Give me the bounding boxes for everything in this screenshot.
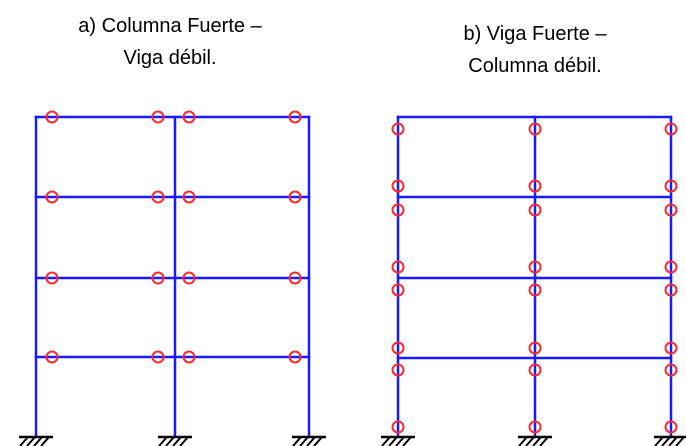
frame-b-plastic-hinge bbox=[664, 179, 678, 193]
frame-b-plastic-hinge bbox=[528, 260, 542, 274]
frame-a-plastic-hinge bbox=[182, 350, 196, 364]
frame-b-plastic-hinge bbox=[391, 179, 405, 193]
support-hatch-line bbox=[313, 436, 323, 446]
support-hatch-line bbox=[654, 436, 664, 446]
frame-b-fixed-support-1 bbox=[381, 435, 415, 446]
support-hatch-line bbox=[306, 436, 316, 446]
support-hatch-line bbox=[525, 436, 535, 446]
frame-b-plastic-hinge bbox=[664, 341, 678, 355]
frame-a-plastic-hinge bbox=[288, 110, 302, 124]
frame-b-plastic-hinge bbox=[391, 283, 405, 297]
frame-a-plastic-hinge bbox=[45, 350, 59, 364]
support-hatch-line bbox=[19, 436, 29, 446]
frame-b-plastic-hinge bbox=[664, 122, 678, 136]
frame-a-plastic-hinge bbox=[151, 190, 165, 204]
frame-b-plastic-hinge bbox=[528, 420, 542, 434]
support-hatch-line bbox=[165, 436, 175, 446]
caption-b-line2: Columna débil. bbox=[468, 55, 602, 77]
support-hatch-line bbox=[539, 436, 549, 446]
frame-a-plastic-hinge bbox=[151, 271, 165, 285]
frame-b-plastic-hinge bbox=[391, 341, 405, 355]
frame-b-plastic-hinge bbox=[664, 283, 678, 297]
support-hatch-line bbox=[675, 436, 685, 446]
frame-b-plastic-hinge bbox=[664, 363, 678, 377]
frame-a-plastic-hinge bbox=[45, 110, 59, 124]
support-hatch-line bbox=[518, 436, 528, 446]
frame-a-plastic-hinge bbox=[182, 190, 196, 204]
support-hatch-line bbox=[40, 436, 50, 446]
frame-a-plastic-hinge bbox=[151, 110, 165, 124]
support-hatch-line bbox=[158, 436, 168, 446]
frame-a-plastic-hinge bbox=[288, 271, 302, 285]
frame-b-plastic-hinge bbox=[528, 341, 542, 355]
frame-a-fixed-support-3 bbox=[292, 435, 326, 446]
support-hatch-line bbox=[668, 436, 678, 446]
support-hatch-line bbox=[661, 436, 671, 446]
caption-b-line1: b) Viga Fuerte – bbox=[463, 23, 607, 45]
support-hatch-line bbox=[532, 436, 542, 446]
support-hatch-line bbox=[388, 436, 398, 446]
support-hatch-line bbox=[172, 436, 182, 446]
frame-b-plastic-hinge bbox=[528, 203, 542, 217]
frame-a-fixed-support-2 bbox=[158, 435, 192, 446]
frame-b-plastic-hinge bbox=[664, 203, 678, 217]
frame-a-plastic-hinge bbox=[151, 350, 165, 364]
frame-b-fixed-support-2 bbox=[518, 435, 552, 446]
frame-b-plastic-hinge bbox=[528, 179, 542, 193]
frame-a-plastic-hinge bbox=[182, 271, 196, 285]
support-hatch-line bbox=[26, 436, 36, 446]
support-hatch-line bbox=[381, 436, 391, 446]
support-hatch-line bbox=[395, 436, 405, 446]
frame-a-plastic-hinge bbox=[288, 350, 302, 364]
support-hatch-line bbox=[402, 436, 412, 446]
support-hatch-line bbox=[299, 436, 309, 446]
frame-b-plastic-hinge bbox=[391, 122, 405, 136]
support-hatch-line bbox=[292, 436, 302, 446]
frame-b-fixed-support-3 bbox=[654, 435, 686, 446]
frame-a-plastic-hinge bbox=[45, 271, 59, 285]
frame-b-plastic-hinge bbox=[528, 363, 542, 377]
frame-b-plastic-hinge bbox=[391, 420, 405, 434]
frame-b-plastic-hinge bbox=[664, 420, 678, 434]
caption-a-line1: a) Columna Fuerte – bbox=[78, 15, 262, 37]
frame-b-plastic-hinge bbox=[391, 260, 405, 274]
frame-b-plastic-hinge bbox=[528, 122, 542, 136]
frame-a-plastic-hinge bbox=[288, 190, 302, 204]
frame-b-plastic-hinge bbox=[664, 260, 678, 274]
frame-b-plastic-hinge bbox=[528, 283, 542, 297]
caption-strong-beam-weak-column: b) Viga Fuerte – Columna débil. bbox=[400, 18, 670, 82]
frame-a-fixed-support-1 bbox=[19, 435, 53, 446]
caption-strong-column-weak-beam: a) Columna Fuerte – Viga débil. bbox=[40, 10, 300, 74]
frame-b-plastic-hinge bbox=[391, 203, 405, 217]
frame-b-plastic-hinge bbox=[391, 363, 405, 377]
caption-a-line2: Viga débil. bbox=[123, 47, 217, 69]
frame-a-plastic-hinge bbox=[182, 110, 196, 124]
support-hatch-line bbox=[33, 436, 43, 446]
frame-a-plastic-hinge bbox=[45, 190, 59, 204]
support-hatch-line bbox=[179, 436, 189, 446]
